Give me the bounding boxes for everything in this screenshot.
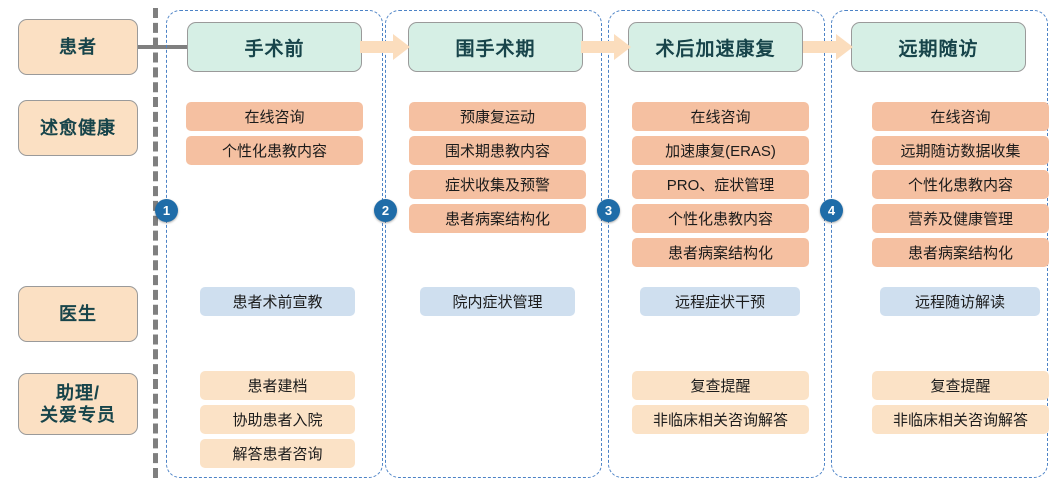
phase-title: 手术前 bbox=[244, 38, 305, 60]
connector-patient-to-phase1 bbox=[138, 45, 198, 49]
platform-item[interactable]: 个性化患教内容 bbox=[186, 136, 363, 165]
chip-label: 预康复运动 bbox=[459, 109, 535, 126]
platform-item[interactable]: 患者病案结构化 bbox=[632, 238, 809, 267]
step-number: 1 bbox=[162, 203, 171, 218]
role-label-text: 医生 bbox=[59, 303, 97, 324]
platform-item[interactable]: 围术期患教内容 bbox=[409, 136, 586, 165]
chip-label: 远程随访解读 bbox=[914, 294, 1005, 311]
chip-label: 患者术前宣教 bbox=[232, 294, 323, 311]
phase-header-4[interactable]: 远期随访 bbox=[851, 22, 1026, 72]
vertical-dashed-divider-icon bbox=[153, 8, 158, 478]
chip-label: 协助患者入院 bbox=[232, 412, 323, 429]
platform-item[interactable]: 营养及健康管理 bbox=[872, 204, 1049, 233]
chip-label: 复查提醒 bbox=[690, 378, 751, 395]
platform-item[interactable]: 患者病案结构化 bbox=[872, 238, 1049, 267]
phase-header-2[interactable]: 围手术期 bbox=[408, 22, 583, 72]
role-label-patient: 患者 bbox=[18, 19, 138, 75]
chip-label: 在线咨询 bbox=[244, 109, 305, 126]
assistant-item[interactable]: 复查提醒 bbox=[632, 371, 809, 400]
platform-item[interactable]: 在线咨询 bbox=[632, 102, 809, 131]
phase-column-1 bbox=[166, 10, 383, 478]
chip-label: 患者建档 bbox=[247, 378, 308, 395]
role-label-doctor: 医生 bbox=[18, 286, 138, 342]
phase-header-1[interactable]: 手术前 bbox=[187, 22, 362, 72]
platform-item[interactable]: 远期随访数据收集 bbox=[872, 136, 1049, 165]
chip-label: 在线咨询 bbox=[930, 109, 991, 126]
chip-label: 解答患者咨询 bbox=[232, 446, 323, 463]
step-number: 2 bbox=[381, 203, 390, 218]
assistant-item[interactable]: 非临床相关咨询解答 bbox=[872, 405, 1049, 434]
role-label-text: 患者 bbox=[59, 36, 97, 57]
step-number: 4 bbox=[827, 203, 836, 218]
right-arrow-icon-3-4 bbox=[803, 34, 853, 65]
chip-label: 在线咨询 bbox=[690, 109, 751, 126]
doctor-item[interactable]: 院内症状管理 bbox=[420, 287, 575, 316]
chip-label: 非临床相关咨询解答 bbox=[652, 412, 788, 429]
platform-item[interactable]: 患者病案结构化 bbox=[409, 204, 586, 233]
phase-title: 远期随访 bbox=[898, 38, 979, 60]
step-number: 3 bbox=[604, 203, 613, 218]
platform-item[interactable]: PRO、症状管理 bbox=[632, 170, 809, 199]
assistant-item[interactable]: 复查提醒 bbox=[872, 371, 1049, 400]
platform-item[interactable]: 个性化患教内容 bbox=[872, 170, 1049, 199]
right-arrow-icon-2-3 bbox=[581, 34, 631, 65]
chip-label: 远期随访数据收集 bbox=[900, 143, 1021, 160]
platform-item[interactable]: 个性化患教内容 bbox=[632, 204, 809, 233]
chip-label: 加速康复(ERAS) bbox=[665, 143, 776, 160]
step-circle-3[interactable]: 3 bbox=[597, 199, 620, 222]
chip-label: 围术期患教内容 bbox=[444, 143, 550, 160]
chip-label: 个性化患教内容 bbox=[221, 143, 327, 160]
platform-item[interactable]: 预康复运动 bbox=[409, 102, 586, 131]
phase-column-3 bbox=[608, 10, 825, 478]
role-label-text: 述愈健康 bbox=[40, 117, 116, 138]
right-arrow-icon-1-2 bbox=[360, 34, 410, 65]
assistant-item[interactable]: 协助患者入院 bbox=[200, 405, 355, 434]
chip-label: 个性化患教内容 bbox=[907, 177, 1013, 194]
phase-header-3[interactable]: 术后加速康复 bbox=[628, 22, 803, 72]
chip-label: 非临床相关咨询解答 bbox=[892, 412, 1028, 429]
step-circle-2[interactable]: 2 bbox=[374, 199, 397, 222]
step-circle-1[interactable]: 1 bbox=[155, 199, 178, 222]
chip-label: 患者病案结构化 bbox=[444, 211, 550, 228]
phase-column-2 bbox=[385, 10, 602, 478]
chip-label: 患者病案结构化 bbox=[907, 245, 1013, 262]
platform-item[interactable]: 症状收集及预警 bbox=[409, 170, 586, 199]
chip-label: 复查提醒 bbox=[930, 378, 991, 395]
doctor-item[interactable]: 远程随访解读 bbox=[880, 287, 1040, 316]
chip-label: 院内症状管理 bbox=[452, 294, 543, 311]
assistant-item[interactable]: 患者建档 bbox=[200, 371, 355, 400]
doctor-item[interactable]: 远程症状干预 bbox=[640, 287, 800, 316]
assistant-item[interactable]: 非临床相关咨询解答 bbox=[632, 405, 809, 434]
phase-title: 围手术期 bbox=[455, 38, 536, 60]
chip-label: 营养及健康管理 bbox=[907, 211, 1013, 228]
chip-label: 远程症状干预 bbox=[674, 294, 765, 311]
step-circle-4[interactable]: 4 bbox=[820, 199, 843, 222]
chip-label: PRO、症状管理 bbox=[666, 177, 775, 194]
platform-item[interactable]: 加速康复(ERAS) bbox=[632, 136, 809, 165]
phase-title: 术后加速康复 bbox=[655, 38, 776, 60]
doctor-item[interactable]: 患者术前宣教 bbox=[200, 287, 355, 316]
chip-label: 患者病案结构化 bbox=[667, 245, 773, 262]
assistant-item[interactable]: 解答患者咨询 bbox=[200, 439, 355, 468]
chip-label: 症状收集及预警 bbox=[444, 177, 550, 194]
platform-item[interactable]: 在线咨询 bbox=[186, 102, 363, 131]
chip-label: 个性化患教内容 bbox=[667, 211, 773, 228]
role-label-assistant: 助理/ 关爱专员 bbox=[18, 373, 138, 435]
role-label-platform: 述愈健康 bbox=[18, 100, 138, 156]
platform-item[interactable]: 在线咨询 bbox=[872, 102, 1049, 131]
role-label-text: 助理/ 关爱专员 bbox=[40, 382, 116, 426]
